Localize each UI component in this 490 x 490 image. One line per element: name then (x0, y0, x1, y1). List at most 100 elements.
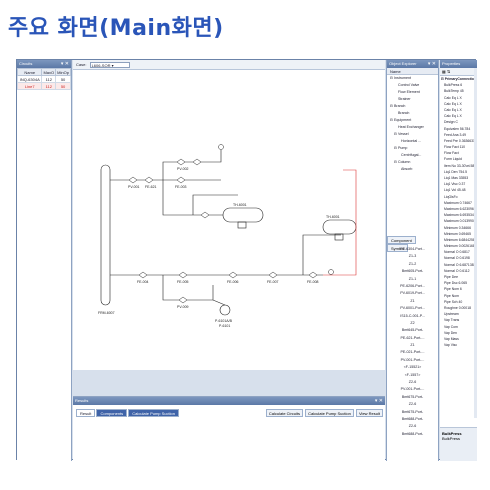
tab-pump-suction[interactable]: Calculate Pump Suction (128, 409, 179, 417)
property-row[interactable]: Vap Com (444, 324, 458, 329)
property-row[interactable]: Roughne 0.00018 (444, 305, 471, 310)
property-row[interactable]: Pipe Dsc 6.065 (444, 281, 467, 286)
property-row[interactable]: Upstream (444, 312, 459, 317)
property-row[interactable]: Liq1 Mas 33553 (444, 176, 469, 180)
valve-symbol[interactable] (192, 158, 202, 166)
property-row[interactable]: Vap Visc (444, 343, 458, 348)
valve-symbol[interactable] (200, 211, 210, 219)
property-row[interactable]: Flow Fact 110 (444, 145, 466, 150)
tree-header[interactable]: Name (387, 68, 438, 75)
categorized-icon[interactable]: ▦ (442, 69, 446, 74)
list-item[interactable]: PE-6304-Port... (400, 247, 425, 251)
property-row[interactable]: Normal O 0.6817 (444, 250, 470, 255)
property-row[interactable]: Maximum 6.693534133 (444, 213, 477, 218)
list-item[interactable]: Z1-1 (408, 276, 417, 281)
list-item[interactable]: Bmt688-Port- (401, 416, 424, 421)
valve-symbol[interactable] (308, 271, 318, 279)
horizontal-vessel[interactable] (322, 219, 357, 235)
alphabetical-icon[interactable]: ⇅ (446, 69, 451, 74)
valve-symbol[interactable] (178, 271, 188, 279)
column-vessel[interactable] (100, 164, 111, 306)
property-row[interactable]: Liq1 Visc 0.37 (444, 182, 466, 187)
tree-node[interactable]: ⊟ Equipment (390, 118, 412, 122)
property-row[interactable]: Minimum 0.69465 (444, 231, 471, 236)
property-row[interactable]: Form Liquid (444, 157, 462, 162)
list-item[interactable]: Z1-3 (408, 254, 417, 259)
valve-symbol[interactable] (138, 271, 148, 279)
calculate-circuits-button[interactable]: Calculate Circuits (265, 409, 303, 417)
tab-component[interactable]: Component (387, 236, 416, 244)
property-row[interactable]: Design C (444, 120, 458, 125)
property-row[interactable]: Minimum 6.684425823 (444, 237, 477, 242)
valve-symbol[interactable] (176, 158, 186, 166)
property-row[interactable]: Flow Fact (444, 151, 459, 156)
tree-node[interactable]: Flow Element (398, 90, 420, 94)
tree-node[interactable]: ⊟ Instrument (390, 76, 411, 80)
list-item[interactable]: PE-621-Port-... (400, 335, 425, 340)
instrument-bubble[interactable] (328, 269, 334, 275)
property-row[interactable]: Pipe Nom (444, 293, 459, 298)
tree-node[interactable]: Strainer (398, 97, 411, 101)
property-row[interactable]: Maximum 0.0139904211 (444, 219, 477, 224)
property-row[interactable]: Vap Den (444, 330, 457, 335)
list-item[interactable]: PV-001-Port-... (400, 387, 425, 392)
property-row[interactable]: Minimum 0.00261689 (444, 244, 477, 249)
property-row[interactable]: Pipe Sch 40 (444, 299, 463, 304)
list-item[interactable]: PV-6001-Port... (400, 306, 425, 311)
tree-node[interactable]: ⊟ Pump (394, 146, 408, 150)
tab-result[interactable]: Result (76, 409, 96, 417)
valve-symbol[interactable] (176, 176, 186, 184)
list-item[interactable]: PE-021-Port-... (400, 350, 425, 355)
view-result-button[interactable]: View Result (355, 409, 383, 417)
list-item[interactable]: PE-6206-Port... (400, 283, 425, 288)
list-item[interactable]: Z1-2 (408, 261, 417, 266)
list-item[interactable]: Z2-6 (408, 402, 417, 407)
property-row[interactable]: Pipe Dee (444, 275, 458, 279)
list-item[interactable]: Bmt675-Port- (401, 394, 424, 399)
list-item[interactable]: Bmt675-Port- (401, 409, 424, 414)
property-row[interactable]: Maximum 0.74667 (444, 200, 472, 205)
property-row[interactable]: Maximum 6.623096 (444, 206, 474, 211)
column-header[interactable]: Name (16, 68, 43, 76)
property-row[interactable]: BulkPress 6 (444, 83, 463, 88)
list-item[interactable]: <F-1557> (404, 372, 421, 377)
property-row[interactable]: Feed Ana 3.49 (444, 132, 467, 137)
property-row[interactable]: Normal O 0.6112 (444, 268, 470, 273)
pane-close-icon[interactable]: ▾ ✕ (60, 61, 69, 67)
property-row[interactable]: Normal O 6.68713833 (444, 262, 477, 267)
property-row[interactable]: Calc Eq L X (444, 101, 462, 106)
property-row[interactable]: Vap Mass (444, 336, 459, 341)
pump-symbol[interactable] (219, 304, 231, 316)
properties-scrollbar[interactable] (474, 68, 477, 418)
list-item[interactable]: Z1 (410, 298, 415, 303)
list-item[interactable]: Z2-6 (408, 380, 417, 385)
pid-canvas[interactable]: FRM-6007 TH-6001 TH-6001 P-6101A/B P-610… (73, 70, 385, 370)
property-row[interactable]: Normal O 0.6198 (444, 256, 470, 261)
tree-node[interactable]: Branch (398, 111, 410, 115)
list-item[interactable]: Z2 (410, 320, 415, 325)
valve-symbol[interactable] (128, 176, 138, 184)
property-row[interactable]: Pipe Nom 6 (444, 287, 462, 292)
list-item[interactable]: PV-6019-Port... (400, 291, 425, 296)
column-header[interactable]: MaxO (41, 68, 57, 76)
tab-components[interactable]: Components (96, 409, 128, 417)
list-item[interactable]: PV-001-Port-... (400, 357, 425, 362)
instrument-bubble[interactable] (218, 144, 224, 150)
tree-node[interactable]: Absorb (401, 167, 413, 171)
property-row[interactable]: LiqGlsFo (444, 194, 458, 199)
horizontal-vessel[interactable] (222, 207, 264, 223)
property-row[interactable]: Calc Eq L X (444, 107, 462, 112)
property-row[interactable]: Calc Eq L X (444, 95, 462, 100)
list-item[interactable]: Z2-6 (408, 424, 417, 429)
list-item[interactable]: <F-15521> (403, 365, 422, 370)
property-row[interactable]: Feed Pre 0.363663177 (444, 138, 477, 143)
list-item[interactable]: Bmt645-Port- (401, 328, 424, 333)
tree-node[interactable]: Centrifugal... (401, 153, 422, 157)
tree-node[interactable]: ⊟ Vessel (394, 132, 409, 136)
valve-symbol[interactable] (268, 271, 278, 279)
property-row[interactable]: Liq1 Vol 45.48 (444, 188, 466, 193)
tab-symbol[interactable]: Symbol (387, 244, 409, 252)
pane-close-icon[interactable]: ▾ ✕ (374, 398, 383, 404)
table-row[interactable]: Line7 112 50 (16, 82, 71, 90)
tree-node[interactable]: Heat Exchanger (398, 125, 424, 129)
